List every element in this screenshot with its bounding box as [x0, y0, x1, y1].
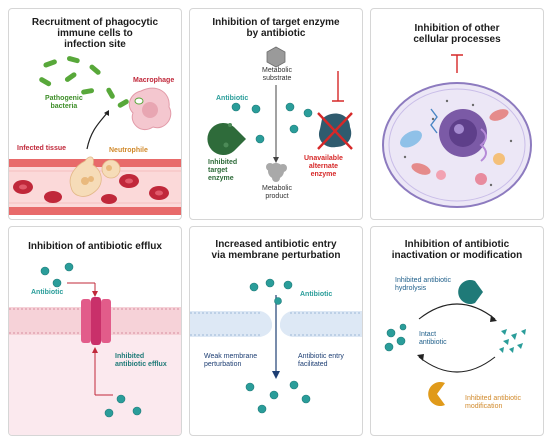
entry-facilitated-label: Antibiotic entry facilitated — [298, 353, 344, 368]
panel-title: Recruitment of phagocytic immune cells t… — [31, 17, 159, 50]
macrophage-icon — [128, 87, 172, 131]
fragmented-antibiotic — [499, 329, 526, 353]
enzyme-inhibition-illustration — [207, 46, 353, 182]
infected-tissue-label: Infected tissue — [17, 145, 67, 152]
hydrolysis-enzyme-icon — [458, 280, 483, 304]
panel-efflux-inhibition: Inhibition of antibiotic efflux — [8, 226, 182, 436]
efflux-pump-icon — [81, 297, 111, 345]
metabolic-product-label: Metabolic product — [262, 185, 292, 200]
antibiotic-dots — [40, 262, 142, 418]
panel-title: Increased antibiotic entry via membrane … — [211, 239, 341, 261]
neutrophile-icon — [69, 156, 121, 197]
metabolic-substrate-text: Metabolic substrate — [262, 67, 292, 82]
membrane-perturbation-illustration — [190, 278, 362, 414]
substrate-icon — [266, 46, 286, 68]
panel-membrane-perturbation: Increased antibiotic entry via membrane … — [189, 226, 363, 436]
antibiotic-label: Antibiotic — [31, 289, 64, 296]
intact-antibiotic-label: Intact antibiotic — [419, 331, 447, 346]
membrane — [190, 311, 362, 337]
inhibited-efflux-label: Inhibited antibiotic efflux — [115, 353, 167, 368]
panel-title: Inhibition of target enzyme by antibioti… — [212, 17, 340, 39]
antibiotic-label: Antibiotic — [216, 95, 249, 102]
neutrophile-label: Neutrophile — [109, 147, 148, 154]
panel-cellular-processes: Inhibition of other cellular processes — [370, 8, 544, 220]
panel-target-enzyme-inhibition: Inhibition of target enzyme by antibioti… — [189, 8, 363, 220]
target-enzyme-icon — [207, 123, 246, 155]
phagocyte-recruitment-illustration — [9, 56, 181, 215]
bacteria-group — [39, 56, 129, 108]
inhibited-modification-label: Inhibited antibiotic modification — [465, 395, 522, 410]
antibiotic-dots — [231, 102, 313, 144]
panel-inactivation-inhibition: Inhibition of antibiotic inactivation or… — [370, 226, 544, 436]
pathogenic-bacteria-label: Pathogenic bacteria — [45, 95, 83, 110]
bacterial-cell-illustration — [382, 54, 532, 208]
inhibited-hydrolysis-label: Inhibited antibiotic hydrolysis — [395, 277, 452, 292]
product-icon — [266, 163, 287, 182]
red-blood-cells — [13, 174, 169, 204]
inactivation-cycle-illustration — [384, 280, 526, 406]
panel-phagocyte-recruitment: Recruitment of phagocytic immune cells t… — [8, 8, 182, 220]
intact-antibiotic-dots — [384, 323, 407, 352]
weak-perturbation-label: Weak membrane perturbation — [204, 353, 258, 368]
panel-title: Inhibition of other cellular processes — [413, 23, 501, 45]
panel-title: Inhibition of antibiotic inactivation or… — [391, 239, 523, 261]
inhibited-target-enzyme-label: Inhibited target enzyme — [208, 159, 238, 182]
antibiotic-dots — [245, 278, 311, 414]
efflux-pump-illustration — [9, 262, 181, 435]
modification-enzyme-icon — [428, 382, 445, 406]
macrophage-label: Macrophage — [133, 77, 175, 84]
panel-title: Inhibition of antibiotic efflux — [28, 241, 162, 252]
unavailable-alternate-enzyme-label: Unavailable alternate enzyme — [304, 155, 343, 178]
antibiotic-label: Antibiotic — [300, 291, 333, 298]
